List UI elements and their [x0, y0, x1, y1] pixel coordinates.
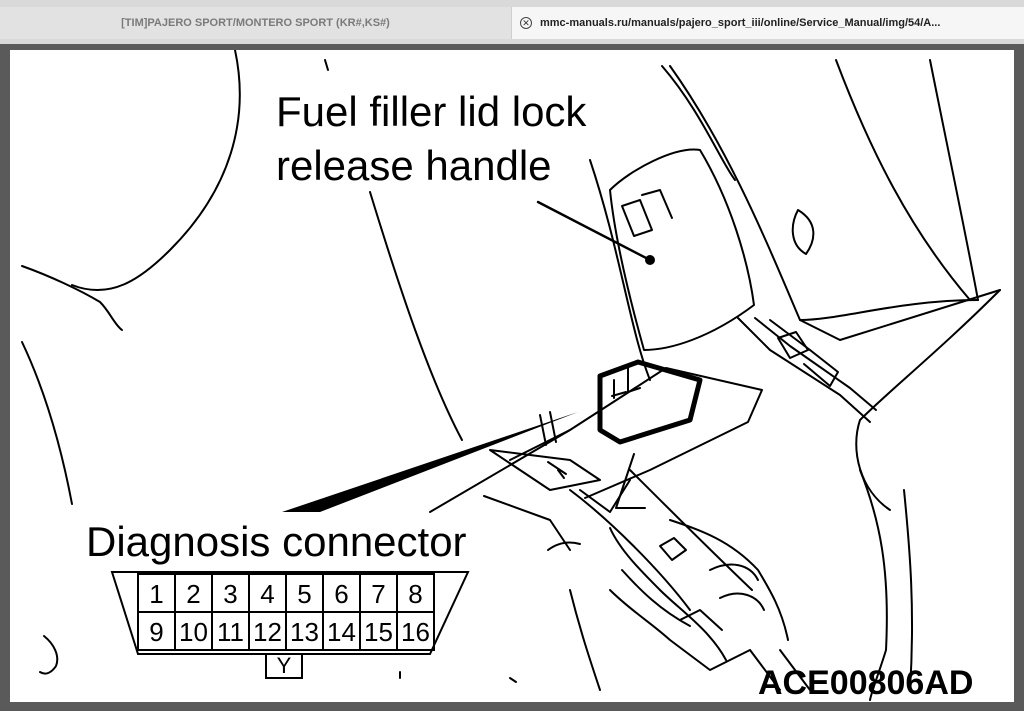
pin-number: 4: [260, 579, 274, 609]
tab-active[interactable]: ✕ mmc-manuals.ru/manuals/pajero_sport_ii…: [512, 7, 1024, 39]
pin-number: 7: [371, 579, 385, 609]
dashboard-illustration: Fuel filler lid lock release handle Diag…: [21, 50, 1001, 702]
close-icon[interactable]: ✕: [520, 17, 532, 29]
handle-leader-dot: [645, 255, 655, 265]
image-viewer: Fuel filler lid lock release handle Diag…: [0, 44, 1024, 711]
figure-code: ACE00806AD: [758, 664, 973, 702]
browser-tab-bar: [TIM]PAJERO SPORT/MONTERO SPORT (KR#,KS#…: [0, 0, 1024, 45]
label-diagnosis-connector: Diagnosis connector: [86, 518, 467, 565]
label-handle-line2: release handle: [276, 142, 552, 189]
diagram-sheet: Fuel filler lid lock release handle Diag…: [10, 50, 1014, 702]
tab-inactive-title: [TIM]PAJERO SPORT/MONTERO SPORT (KR#,KS#…: [121, 17, 390, 29]
pin-number: 15: [364, 617, 393, 647]
pin-number: 11: [217, 617, 244, 647]
pin-number: 6: [334, 579, 348, 609]
tab-inactive[interactable]: [TIM]PAJERO SPORT/MONTERO SPORT (KR#,KS#…: [0, 7, 512, 39]
pin-number: 16: [401, 617, 430, 647]
pin-cell: [396, 611, 435, 651]
pin-number: 8: [408, 579, 422, 609]
pin-key-label: Y: [277, 653, 292, 678]
pin-number: 5: [297, 579, 311, 609]
pin-number: 2: [186, 579, 200, 609]
pin-number: 14: [327, 617, 356, 647]
pin-number: 10: [179, 617, 208, 647]
pin-number: 12: [253, 617, 282, 647]
pin-number: 9: [149, 617, 163, 647]
pin-number: 13: [290, 617, 319, 647]
label-handle-line1: Fuel filler lid lock: [276, 88, 587, 135]
pin-number: 1: [149, 579, 163, 609]
tab-active-title: mmc-manuals.ru/manuals/pajero_sport_iii/…: [540, 17, 941, 29]
pin-number: 3: [223, 579, 237, 609]
